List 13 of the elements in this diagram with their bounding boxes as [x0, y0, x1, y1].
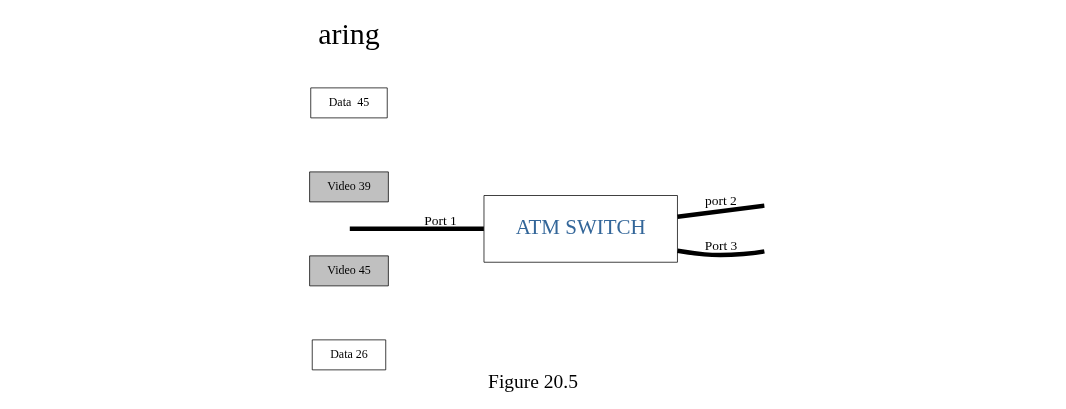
caption: Figure 20.5: [488, 371, 578, 393]
node-box: Data 45: [310, 87, 388, 119]
edge-label: Port 3: [704, 238, 738, 254]
node-box: Video 45: [309, 255, 389, 287]
node-box: Data 26: [311, 339, 387, 371]
connector: [677, 203, 765, 219]
edge-label: port 2: [705, 193, 737, 209]
node-box: Video 39: [309, 171, 389, 203]
edge-label: Port 1: [424, 212, 457, 228]
label: aring: [318, 16, 380, 50]
connector: [677, 248, 765, 258]
connector: [349, 226, 484, 232]
node-box: ATM SWITCH: [483, 195, 678, 263]
